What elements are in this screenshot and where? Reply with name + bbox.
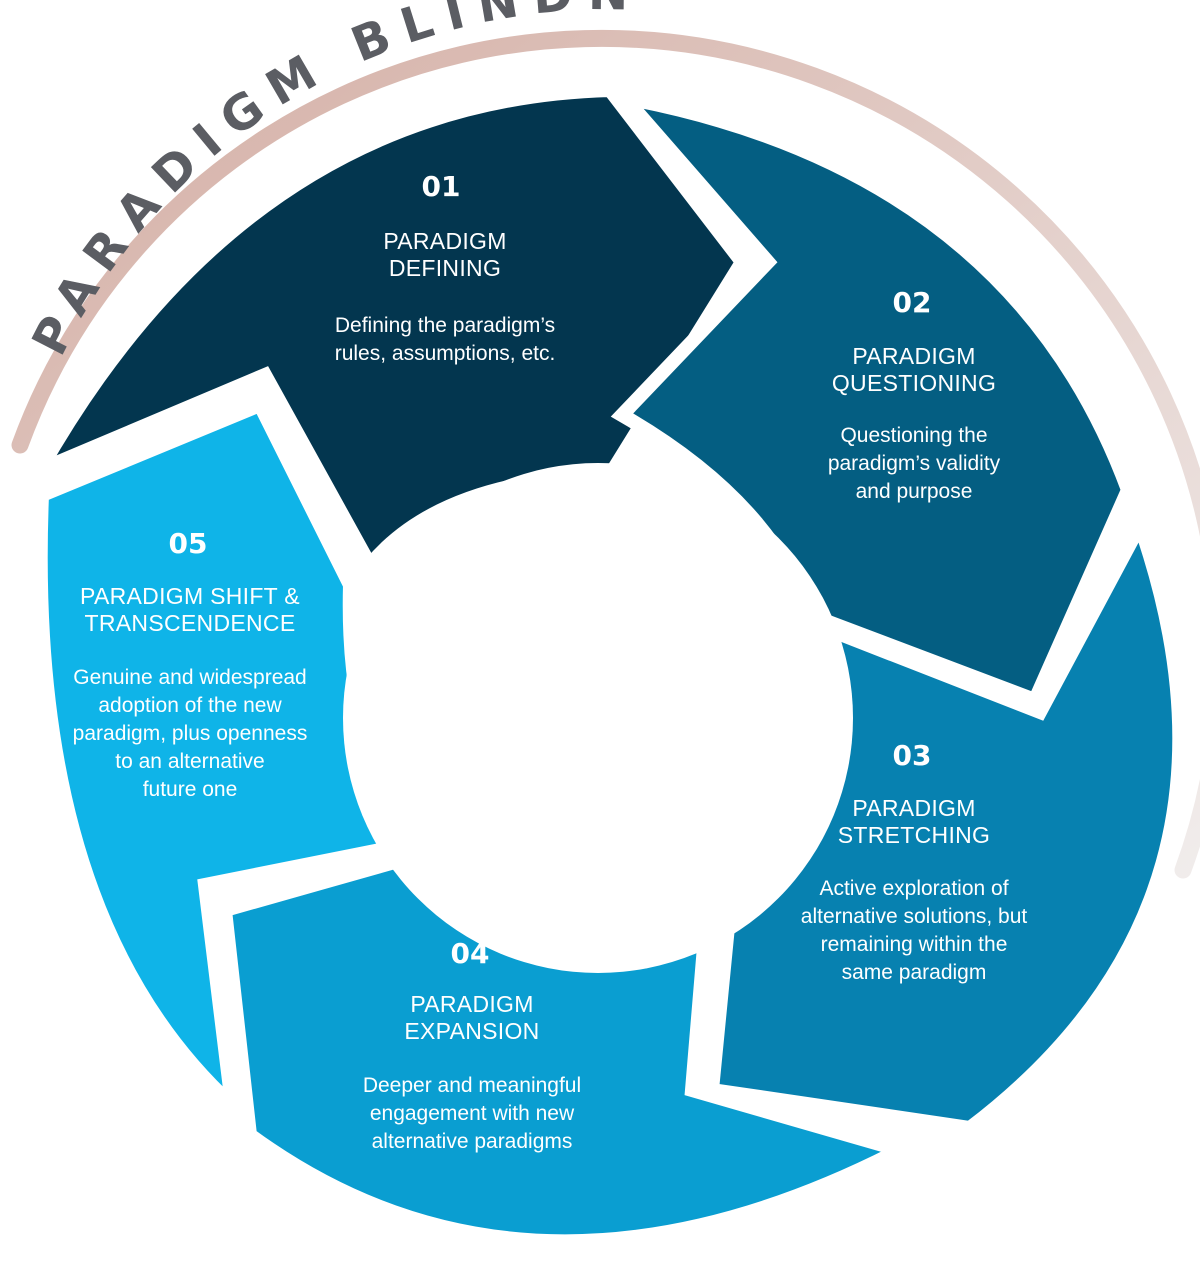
outer-arc-ring — [11, 29, 1200, 879]
segment-04-text: 04 PARADIGM EXPANSION Deeper and meaning… — [363, 937, 581, 1153]
segment-01-title-line2: DEFINING — [389, 255, 501, 281]
segment-03-desc-line1: Active exploration of — [819, 877, 1008, 900]
segment-02-desc-line2: paradigm’s validity — [828, 452, 1001, 475]
segment-05-desc-line2: adoption of the new — [98, 694, 282, 717]
segment-04-desc-line1: Deeper and meaningful — [363, 1074, 581, 1097]
segment-01-desc-line1: Defining the paradigm’s — [335, 314, 555, 337]
segment-02-title-line1: PARADIGM — [852, 343, 975, 369]
segment-05-number: 05 — [169, 527, 208, 560]
segment-05-desc-line5: future one — [143, 778, 238, 801]
segment-01-number: 01 — [422, 170, 461, 203]
segment-03-desc-line4: same paradigm — [842, 961, 987, 984]
segment-04-number: 04 — [451, 937, 490, 970]
segment-04-desc-line3: alternative paradigms — [372, 1130, 573, 1153]
segment-03-desc-line2: alternative solutions, but — [801, 905, 1028, 928]
segment-05-desc-line1: Genuine and widespread — [73, 666, 307, 689]
segment-03-number: 03 — [893, 739, 932, 772]
segment-02-title-line2: QUESTIONING — [832, 370, 996, 396]
segment-02-shape[interactable] — [606, 87, 1136, 709]
segment-03-desc-line3: remaining within the — [821, 933, 1008, 956]
segment-02-desc-line1: Questioning the — [840, 424, 987, 447]
segment-05-title-line1: PARADIGM SHIFT & — [80, 583, 300, 609]
segment-01-desc-line2: rules, assumptions, etc. — [335, 342, 556, 365]
segment-01-text: 01 PARADIGM DEFINING Defining the paradi… — [335, 170, 556, 365]
segment-05-desc-line4: to an alternative — [115, 750, 264, 773]
segment-01-title-line1: PARADIGM — [383, 228, 506, 254]
segment-03-title-line2: STRETCHING — [838, 822, 991, 848]
segment-03-text: 03 PARADIGM STRETCHING Active exploratio… — [801, 739, 1028, 984]
segment-02-desc-line3: and purpose — [856, 480, 973, 503]
segment-01-shape[interactable] — [23, 82, 751, 578]
segment-04-desc-line2: engagement with new — [370, 1102, 575, 1125]
segment-04-title-line1: PARADIGM — [410, 991, 533, 1017]
segment-05-desc-line3: paradigm, plus openness — [73, 722, 308, 745]
segment-05-title-line2: TRANSCENDENCE — [85, 610, 296, 636]
segment-04-title-line2: EXPANSION — [404, 1018, 539, 1044]
segment-05-text: 05 PARADIGM SHIFT & TRANSCENDENCE Genuin… — [73, 527, 308, 801]
segment-03-title-line1: PARADIGM — [852, 795, 975, 821]
segment-02-text: 02 PARADIGM QUESTIONING Questioning the … — [828, 286, 1001, 503]
center-circle — [343, 463, 853, 973]
segment-02-number: 02 — [893, 286, 932, 319]
